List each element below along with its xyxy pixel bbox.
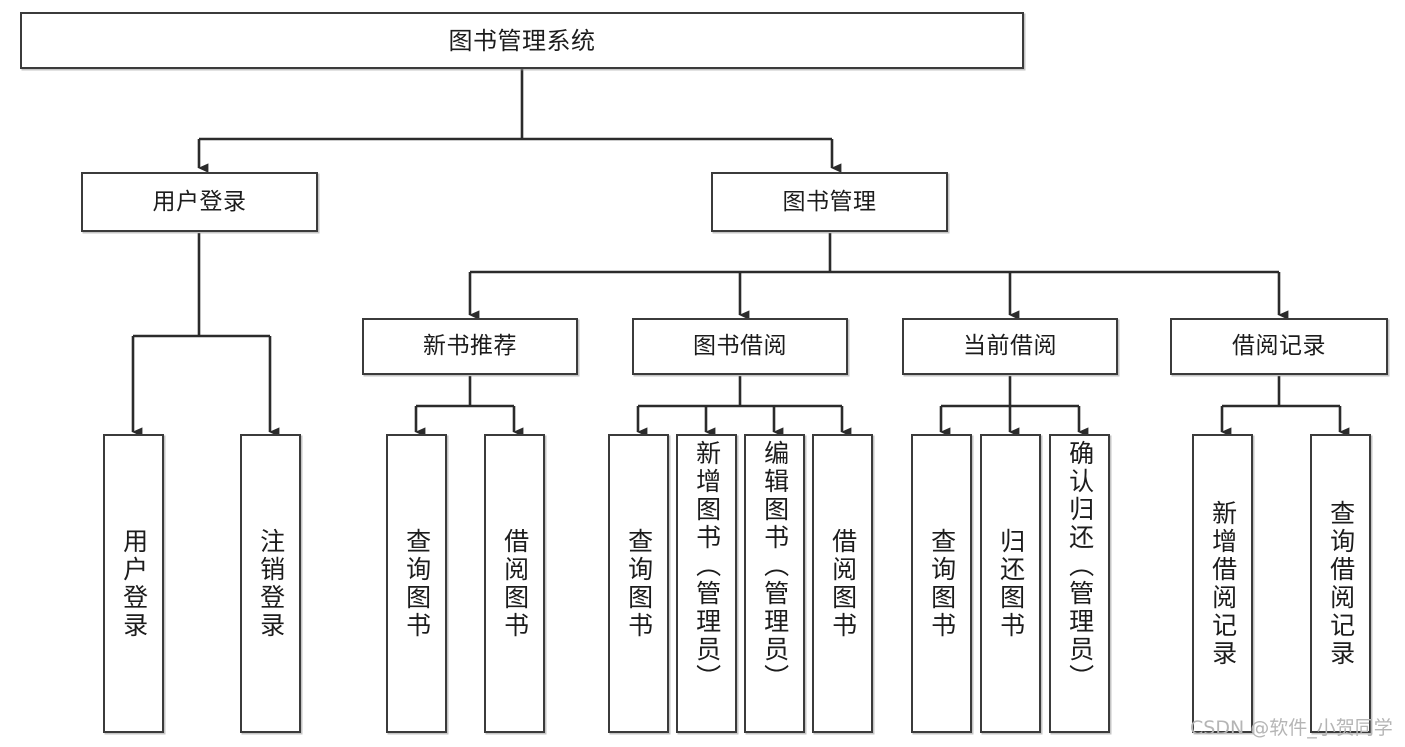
leaf-text-wrap: 注销登录 bbox=[242, 436, 299, 731]
node-label: 确认归还（管理员） bbox=[1065, 440, 1095, 692]
leaf-text-wrap: 编辑图书（管理员） bbox=[746, 436, 803, 731]
node-label: 图书借阅 bbox=[693, 333, 787, 359]
node-label: 借阅图书 bbox=[500, 527, 530, 640]
node-label: 图书管理系统 bbox=[448, 26, 596, 55]
node-leaf-confirm-return-admin[interactable]: 确认归还（管理员） bbox=[1049, 434, 1110, 733]
node-book-management[interactable]: 图书管理 bbox=[711, 172, 948, 232]
node-leaf-query-book-2[interactable]: 查询图书 bbox=[608, 434, 669, 733]
node-label: 用户登录 bbox=[152, 188, 247, 215]
leaf-text-wrap: 用户登录 bbox=[105, 436, 162, 731]
leaf-text-wrap: 借阅图书 bbox=[814, 436, 871, 731]
node-leaf-logout[interactable]: 注销登录 bbox=[240, 434, 301, 733]
node-user-login[interactable]: 用户登录 bbox=[81, 172, 318, 232]
leaf-text-wrap: 借阅图书 bbox=[486, 436, 543, 731]
leaf-text-wrap: 确认归还（管理员） bbox=[1051, 436, 1108, 731]
leaf-text-wrap: 查询图书 bbox=[388, 436, 445, 731]
node-label: 归还图书 bbox=[996, 527, 1026, 640]
leaf-text-wrap: 查询图书 bbox=[610, 436, 667, 731]
node-label: 新增图书（管理员） bbox=[692, 440, 722, 692]
node-leaf-query-book-1[interactable]: 查询图书 bbox=[386, 434, 447, 733]
node-book-borrow[interactable]: 图书借阅 bbox=[632, 318, 848, 375]
node-leaf-borrow-book-2[interactable]: 借阅图书 bbox=[812, 434, 873, 733]
node-root-system[interactable]: 图书管理系统 bbox=[20, 12, 1024, 69]
node-leaf-user-login[interactable]: 用户登录 bbox=[103, 434, 164, 733]
node-label: 新书推荐 bbox=[423, 333, 517, 359]
leaf-text-wrap: 归还图书 bbox=[982, 436, 1039, 731]
node-leaf-borrow-book-1[interactable]: 借阅图书 bbox=[484, 434, 545, 733]
node-current-borrow[interactable]: 当前借阅 bbox=[902, 318, 1118, 375]
node-borrow-record[interactable]: 借阅记录 bbox=[1170, 318, 1388, 375]
node-label: 查询图书 bbox=[927, 527, 957, 640]
node-leaf-add-book-admin[interactable]: 新增图书（管理员） bbox=[676, 434, 737, 733]
node-label: 当前借阅 bbox=[963, 333, 1057, 359]
node-leaf-edit-book-admin[interactable]: 编辑图书（管理员） bbox=[744, 434, 805, 733]
node-label: 借阅记录 bbox=[1232, 333, 1326, 359]
node-label: 新增借阅记录 bbox=[1208, 499, 1238, 668]
node-label: 图书管理 bbox=[782, 188, 877, 215]
node-label: 编辑图书（管理员） bbox=[760, 440, 790, 692]
node-label: 查询图书 bbox=[402, 527, 432, 640]
node-label: 查询借阅记录 bbox=[1326, 499, 1356, 668]
csdn-watermark: CSDN @软件_小贺同学 bbox=[1190, 717, 1393, 739]
node-leaf-add-borrow-record[interactable]: 新增借阅记录 bbox=[1192, 434, 1253, 733]
leaf-text-wrap: 新增图书（管理员） bbox=[678, 436, 735, 731]
node-leaf-query-borrow-record[interactable]: 查询借阅记录 bbox=[1310, 434, 1371, 733]
node-label: 查询图书 bbox=[624, 527, 654, 640]
leaf-text-wrap: 新增借阅记录 bbox=[1194, 436, 1251, 731]
node-leaf-return-book[interactable]: 归还图书 bbox=[980, 434, 1041, 733]
node-new-book-recommend[interactable]: 新书推荐 bbox=[362, 318, 578, 375]
node-leaf-query-book-3[interactable]: 查询图书 bbox=[911, 434, 972, 733]
node-label: 用户登录 bbox=[119, 527, 149, 640]
leaf-text-wrap: 查询图书 bbox=[913, 436, 970, 731]
node-label: 借阅图书 bbox=[828, 527, 858, 640]
leaf-text-wrap: 查询借阅记录 bbox=[1312, 436, 1369, 731]
node-label: 注销登录 bbox=[256, 527, 286, 640]
